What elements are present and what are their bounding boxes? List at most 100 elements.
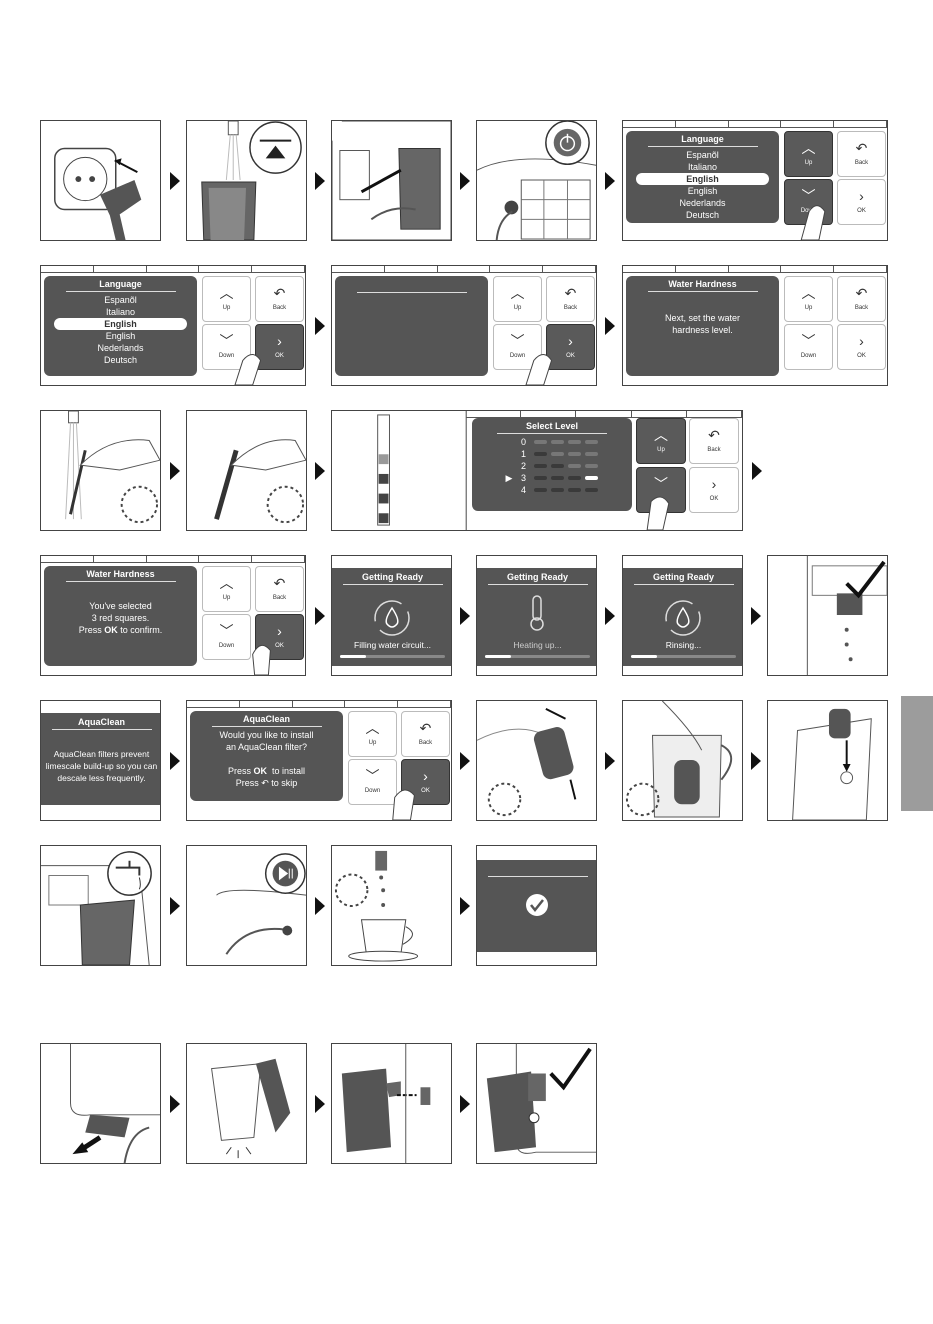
getting-ready-status: Rinsing... (623, 640, 743, 650)
water-drop-refresh-icon (623, 568, 743, 666)
water-hardness-screen: Water Hardness You've selected 3 red squ… (44, 566, 197, 666)
language-option-selected[interactable]: English (636, 173, 769, 185)
language-option[interactable]: Nederlands (44, 342, 197, 354)
down-button[interactable]: ﹀ (636, 467, 686, 513)
step-arrow (170, 1095, 180, 1113)
ok-button[interactable]: ›OK (255, 614, 304, 660)
language-option[interactable]: English (626, 185, 779, 197)
step-shake-filter (476, 700, 597, 821)
step-getting-ready-rinsing: Getting Ready Rinsing... (622, 555, 743, 676)
blank-screen (335, 276, 488, 376)
ok-button[interactable]: ›OK (255, 324, 304, 370)
down-button[interactable]: ﹀Down (784, 324, 833, 370)
language-option[interactable]: Italiano (626, 161, 779, 173)
water-hardness-message: Next, set the water hardness level. (626, 312, 779, 336)
confirm-line-2: 3 red squares. (44, 612, 197, 624)
title-divider (357, 292, 467, 293)
level-number: 1 (514, 449, 526, 459)
title-divider (66, 581, 176, 582)
display-tabs (623, 266, 887, 273)
getting-ready-screen: Getting Ready Heating up... (477, 568, 597, 666)
getting-ready-status: Filling water circuit... (332, 640, 452, 650)
filter-jug-illustration (623, 701, 742, 820)
back-button[interactable]: ↶Back (255, 566, 304, 612)
chevron-right-icon: › (838, 333, 885, 349)
step-arrow (170, 172, 180, 190)
level-square (568, 440, 581, 444)
level-square (534, 476, 547, 480)
test-strip-water-illustration (41, 411, 160, 530)
step-setup-complete (476, 845, 597, 966)
up-button[interactable]: ︿Up (784, 131, 833, 177)
up-button[interactable]: ︿Up (202, 566, 251, 612)
ok-button[interactable]: ›OK (401, 759, 450, 805)
up-button[interactable]: ︿Up (493, 276, 542, 322)
language-option[interactable]: Espanõl (44, 294, 197, 306)
level-number: 2 (514, 461, 526, 471)
water-hardness-title: Water Hardness (44, 569, 197, 580)
ok-button[interactable]: ›OK (689, 467, 739, 513)
language-option[interactable]: English (44, 330, 197, 342)
water-hardness-screen: Water Hardness Next, set the water hardn… (626, 276, 779, 376)
level-square (568, 452, 581, 456)
confirm-line-1: You've selected (44, 600, 197, 612)
back-arrow-icon: ↶ (547, 285, 594, 301)
level-row[interactable]: 4 (472, 484, 632, 496)
back-button[interactable]: ↶Back (401, 711, 450, 757)
aquaclean-info-message: AquaClean filters prevent limescale buil… (41, 748, 161, 784)
up-button[interactable]: ︿Up (348, 711, 397, 757)
select-level-title: Select Level (472, 421, 632, 432)
display-tabs (623, 121, 887, 128)
level-square (568, 476, 581, 480)
up-button[interactable]: ︿Up (202, 276, 251, 322)
ok-button[interactable]: ›OK (546, 324, 595, 370)
up-button[interactable]: ︿Up (636, 418, 686, 464)
machine-spout-checkmark-illustration (768, 556, 887, 675)
chevron-down-icon: ﹀ (785, 188, 832, 204)
level-row[interactable]: 2 (472, 460, 632, 472)
language-option-selected[interactable]: English (54, 318, 187, 330)
down-button[interactable]: ﹀Down (348, 759, 397, 805)
chevron-right-icon: › (690, 476, 738, 492)
down-button[interactable]: ﹀Down (784, 179, 833, 225)
language-option[interactable]: Nederlands (626, 197, 779, 209)
step-arrow (315, 1095, 325, 1113)
step-arrow (315, 172, 325, 190)
back-button[interactable]: ↶Back (546, 276, 595, 322)
down-button[interactable]: ﹀Down (202, 324, 251, 370)
down-button[interactable]: ﹀Down (202, 614, 251, 660)
level-row[interactable]: 0 (472, 436, 632, 448)
back-button[interactable]: ↶Back (689, 418, 739, 464)
step-arrow (605, 752, 615, 770)
language-option[interactable]: Italiano (44, 306, 197, 318)
back-button[interactable]: ↶Back (837, 131, 886, 177)
chevron-down-icon: ﹀ (203, 623, 250, 639)
step-remove-tank-cover (40, 1043, 161, 1164)
step-language-select-up: Language Espanõl Italiano English Englis… (622, 120, 888, 241)
level-rows: 01 2▶34 (472, 436, 632, 496)
language-option[interactable]: Espanõl (626, 149, 779, 161)
step-blank-screen-ok: ︿Up ↶Back ﹀Down ›OK (331, 265, 597, 386)
back-button[interactable]: ↶Back (837, 276, 886, 322)
check-circle-icon (477, 860, 597, 952)
step-prepare-filter (186, 1043, 307, 1164)
chevron-down-icon: ﹀ (203, 333, 250, 349)
prompt-line-2: an AquaClean filter? (190, 741, 343, 753)
language-option[interactable]: Deutsch (44, 354, 197, 366)
water-hardness-title: Water Hardness (626, 279, 779, 290)
ok-button[interactable]: ›OK (837, 179, 886, 225)
language-option[interactable]: Deutsch (626, 209, 779, 221)
back-button[interactable]: ↶Back (255, 276, 304, 322)
title-divider (66, 291, 176, 292)
down-button[interactable]: ﹀Down (493, 324, 542, 370)
level-row[interactable]: 1 (472, 448, 632, 460)
step-arrow (460, 607, 470, 625)
level-row-selected[interactable]: ▶3 (472, 472, 632, 484)
chevron-right-icon: › (838, 188, 885, 204)
step-rinse-done (767, 555, 888, 676)
up-button[interactable]: ︿Up (784, 276, 833, 322)
title-divider (648, 291, 758, 292)
language-screen: Language Espanõl Italiano English Englis… (626, 131, 779, 223)
ok-button[interactable]: ›OK (837, 324, 886, 370)
